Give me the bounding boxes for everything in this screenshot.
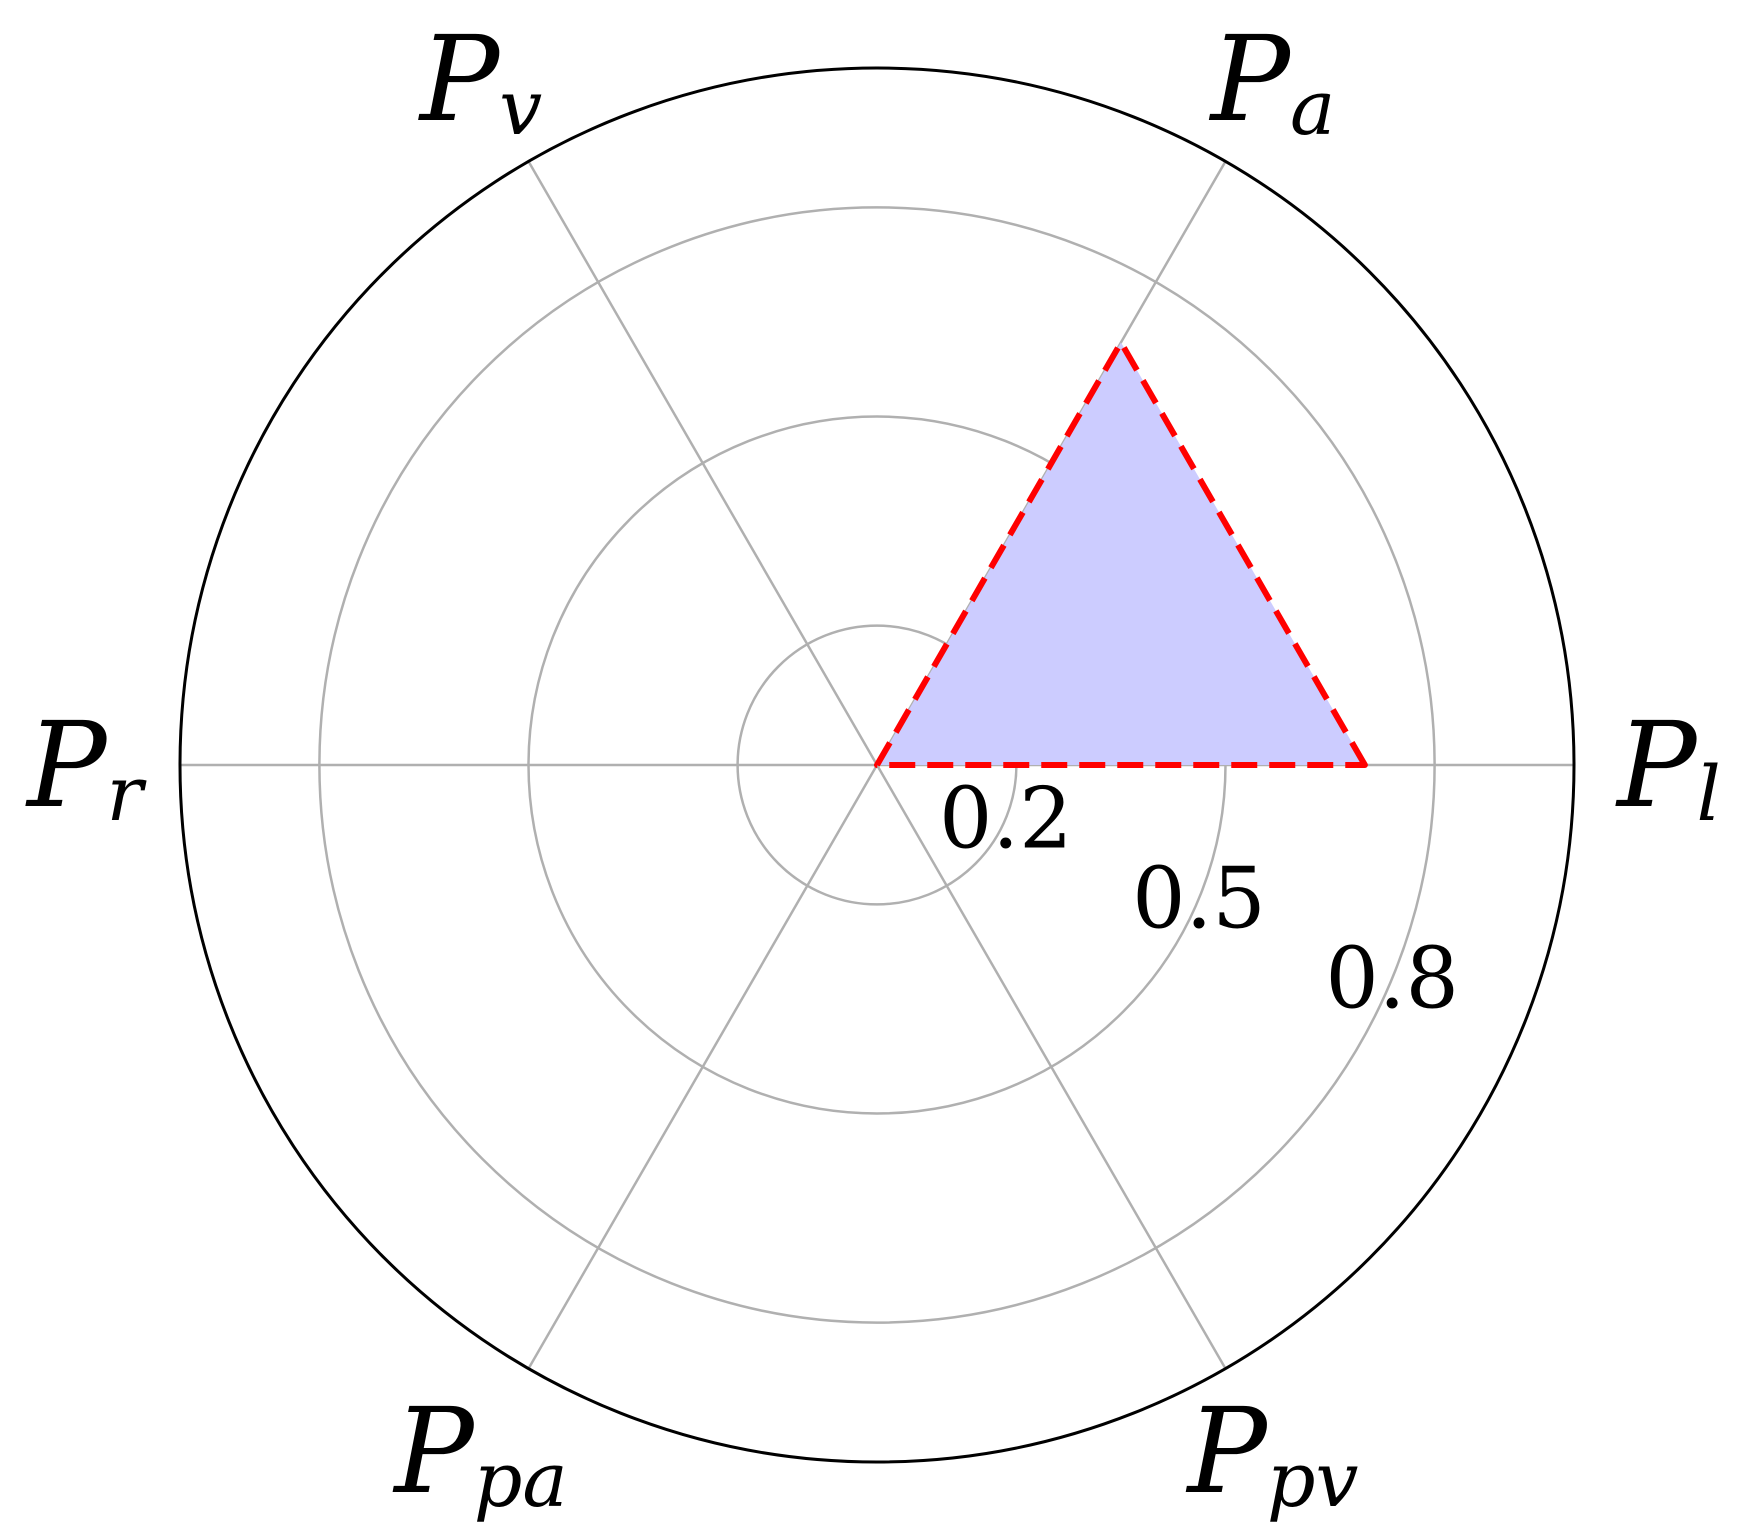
radial-tick-label: 0.8 [1325,929,1459,1027]
series-area [877,342,1365,765]
grid-spoke [527,160,879,766]
axis-label: Pr [25,696,147,838]
series-outline [874,339,1368,768]
radial-tick-label: 0.5 [1132,849,1266,947]
grid-spoke [527,764,879,1370]
axis-label: Ppv [1186,1382,1359,1524]
series-layer [874,339,1368,768]
tick-layer: 0.2 0.5 0.8 [939,769,1459,1027]
axis-label: Ppa [392,1382,567,1524]
outer-ring [178,66,1576,1464]
axis-label: Pl [1615,696,1721,838]
radial-tick-label: 0.2 [939,769,1073,867]
grid-spoke [875,764,1227,1370]
axis-label: Pv [418,10,542,152]
axis-label: Pa [1209,10,1336,152]
